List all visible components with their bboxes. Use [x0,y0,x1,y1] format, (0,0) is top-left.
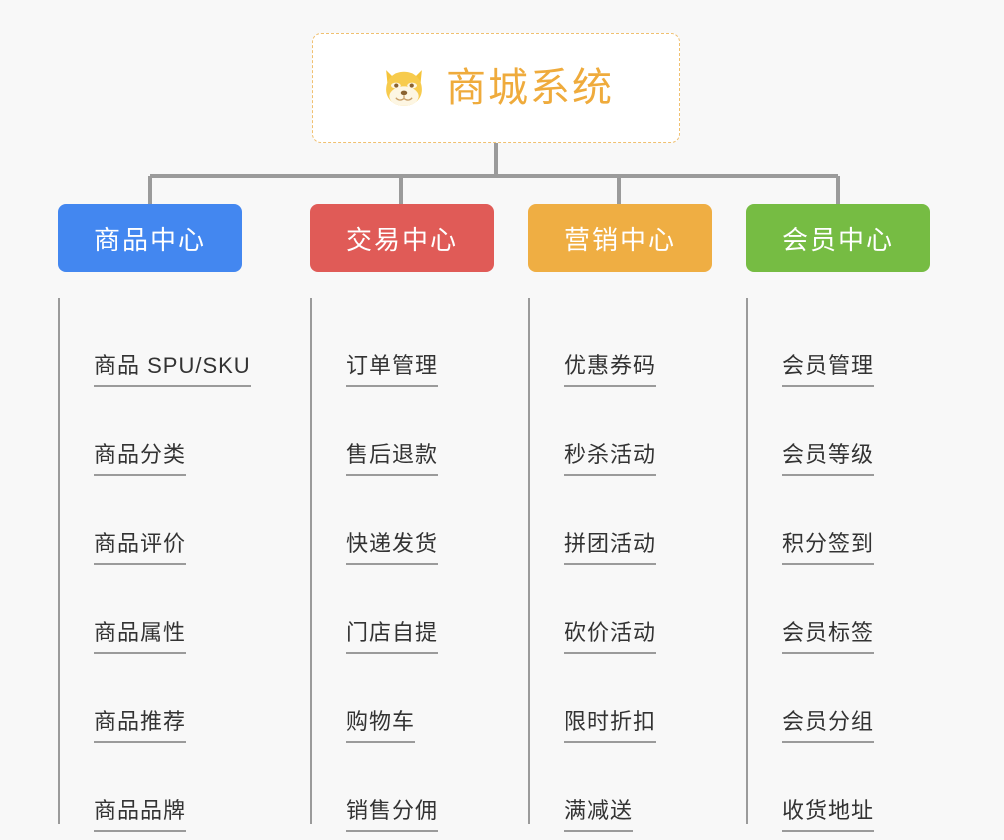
leaf-item[interactable]: 商品品牌 [58,743,242,832]
leaf-item[interactable]: 销售分佣 [310,743,494,832]
leaf-item-label: 会员管理 [782,353,875,387]
category-column: 商品中心商品 SPU/SKU 商品分类商品评价商品属性商品推荐商品品牌 [58,204,251,832]
leaf-item-label: 优惠券码 [564,353,657,387]
leaf-item-label: 砍价活动 [564,620,657,654]
category-box[interactable]: 营销中心 [528,204,712,272]
category-box[interactable]: 会员中心 [746,204,930,272]
leaf-item-label: 商品品牌 [94,798,187,832]
leaf-item-label: 会员分组 [782,709,875,743]
leaf-list: 订单管理售后退款快递发货门店自提购物车销售分佣 [310,298,494,832]
leaf-item-label: 会员等级 [782,442,875,476]
category-column: 会员中心会员管理会员等级积分签到会员标签会员分组收货地址 [746,204,930,832]
leaf-item-label: 商品分类 [94,442,187,476]
leaf-item-label: 收货地址 [782,798,875,832]
leaf-item-label: 销售分佣 [346,798,439,832]
leaf-item[interactable]: 商品属性 [58,565,242,654]
leaf-item[interactable]: 满减送 [528,743,712,832]
leaf-item[interactable]: 售后退款 [310,387,494,476]
leaf-item[interactable]: 会员管理 [746,298,930,387]
leaf-item[interactable]: 积分签到 [746,476,930,565]
leaf-item-label: 购物车 [346,709,416,743]
leaf-item-label: 限时折扣 [564,709,657,743]
leaf-item[interactable]: 购物车 [310,654,494,743]
category-box[interactable]: 商品中心 [58,204,242,272]
leaf-item-label: 快递发货 [346,531,439,565]
leaf-item-label: 商品推荐 [94,709,187,743]
leaf-item-label: 会员标签 [782,620,875,654]
leaf-item[interactable]: 秒杀活动 [528,387,712,476]
leaf-item[interactable]: 会员标签 [746,565,930,654]
leaf-item[interactable]: 快递发货 [310,476,494,565]
leaf-item[interactable]: 商品 SPU/SKU [58,298,251,387]
leaf-item[interactable]: 商品评价 [58,476,242,565]
root-node[interactable]: 商城系统 [312,33,680,143]
leaf-list: 商品 SPU/SKU 商品分类商品评价商品属性商品推荐商品品牌 [58,298,251,832]
leaf-item-label: 订单管理 [346,353,439,387]
leaf-item[interactable]: 拼团活动 [528,476,712,565]
leaf-item[interactable]: 优惠券码 [528,298,712,387]
leaf-list: 会员管理会员等级积分签到会员标签会员分组收货地址 [746,298,930,832]
leaf-item-label: 商品 SPU/SKU [94,353,251,387]
shiba-dog-face-icon [386,70,422,106]
leaf-item[interactable]: 收货地址 [746,743,930,832]
leaf-item-label: 积分签到 [782,531,875,565]
leaf-item[interactable]: 限时折扣 [528,654,712,743]
leaf-item-label: 售后退款 [346,442,439,476]
leaf-item[interactable]: 商品分类 [58,387,242,476]
leaf-list: 优惠券码秒杀活动拼团活动砍价活动限时折扣满减送 [528,298,712,832]
leaf-item[interactable]: 会员分组 [746,654,930,743]
root-title: 商城系统 [446,66,614,110]
leaf-item-label: 满减送 [564,798,634,832]
leaf-item[interactable]: 会员等级 [746,387,930,476]
leaf-item[interactable]: 商品推荐 [58,654,242,743]
leaf-item-label: 秒杀活动 [564,442,657,476]
leaf-item-label: 商品属性 [94,620,187,654]
leaf-item-label: 门店自提 [346,620,439,654]
leaf-item-label: 商品评价 [94,531,187,565]
leaf-item-label: 拼团活动 [564,531,657,565]
category-column: 交易中心订单管理售后退款快递发货门店自提购物车销售分佣 [310,204,494,832]
category-box[interactable]: 交易中心 [310,204,494,272]
category-column: 营销中心优惠券码秒杀活动拼团活动砍价活动限时折扣满减送 [528,204,712,832]
leaf-item[interactable]: 订单管理 [310,298,494,387]
leaf-item[interactable]: 门店自提 [310,565,494,654]
leaf-item[interactable]: 砍价活动 [528,565,712,654]
